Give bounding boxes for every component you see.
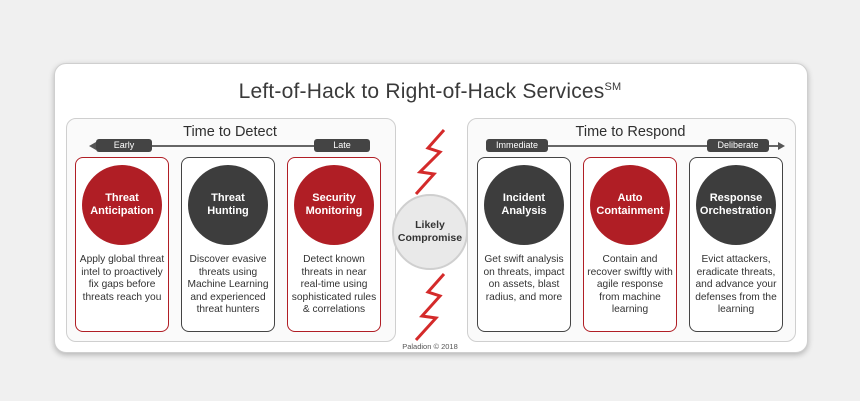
late-label: Late: [314, 139, 370, 152]
respond-title: Time to Respond: [575, 124, 686, 140]
title-text: Left-of-Hack to Right-of-Hack Services: [238, 80, 605, 103]
deliberate-label: Deliberate: [707, 139, 769, 152]
detect-arrow-left: [89, 142, 96, 150]
detect-title: Time to Detect: [183, 124, 277, 140]
service-mark: SM: [604, 81, 622, 93]
threat-anticipation-desc: Apply global threat intel to proactively…: [79, 254, 165, 303]
incident-analysis-desc: Get swift analysis on threats, impact on…: [483, 254, 565, 303]
respond-arrow-right: [778, 142, 785, 150]
lightning-bolt-icon: [414, 273, 446, 342]
page-title: Left-of-Hack to Right-of-Hack ServicesSM: [0, 80, 860, 104]
auto-containment-desc: Contain and recover swiftly with agile r…: [587, 254, 673, 315]
threat-hunting-desc: Discover evasive threats using Machine L…: [187, 254, 269, 315]
footer-copyright: Paladion © 2018: [402, 342, 458, 351]
security-monitoring-desc: Detect known threats in near real-time u…: [291, 254, 377, 315]
early-label: Early: [96, 139, 152, 152]
respond-timeline: [488, 145, 778, 147]
response-orchestration-desc: Evict attackers, eradicate threats, and …: [695, 254, 777, 315]
immediate-label: Immediate: [486, 139, 548, 152]
lightning-bolt-icon: [414, 129, 446, 196]
detect-timeline: [96, 145, 368, 147]
